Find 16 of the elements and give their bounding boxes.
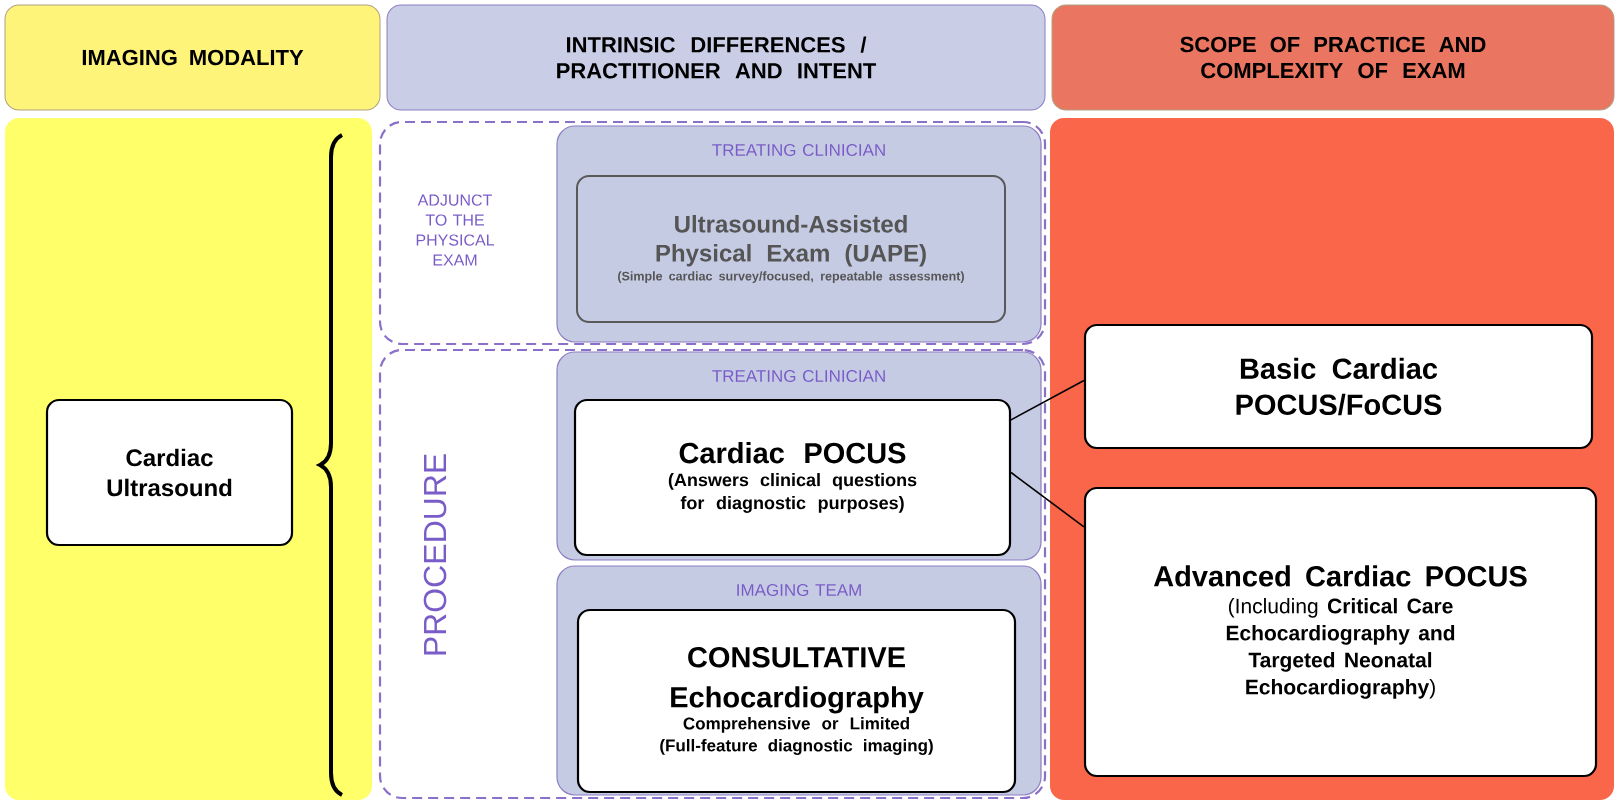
connector-line xyxy=(1008,379,1085,422)
region-label: ADJUNCT TO THE PHYSICAL EXAM xyxy=(416,194,495,266)
process-box: Basic Cardiac POCUS/FoCUS xyxy=(1083,323,1594,450)
process-box: CONSULTATIVE Echocardiography Comprehensive or Limited (Full-feature diagnostic imaging) xyxy=(576,608,1017,794)
process-box: Cardiac Ultrasound xyxy=(45,398,294,547)
practitioner-label: TREATING CLINICIAN xyxy=(712,144,885,156)
column-header: INTRINSIC DIFFERENCES / PRACTITIONER AND INTENT xyxy=(386,4,1046,111)
practitioner-label: TREATING CLINICIAN xyxy=(712,369,885,382)
region-label: PROCEDURE xyxy=(423,454,447,655)
column-header: SCOPE OF PRACTICE AND COMPLEXITY OF EXAM xyxy=(1051,4,1615,111)
process-box: Advanced Cardiac POCUS (Including Critical Care Echocardiography and Targeted Neonatal Echocardiography) xyxy=(1083,486,1598,778)
practitioner-label: IMAGING TEAM xyxy=(737,583,861,596)
column-header: IMAGING MODALITY xyxy=(4,4,381,111)
connector-line xyxy=(1010,471,1085,528)
process-box: Ultrasound-Assisted Physical Exam (UAPE) (Simple cardiac survey/focused, repeatable assessment) xyxy=(576,175,1006,323)
process-box: Cardiac POCUS (Answers clinical questions for diagnostic purposes) xyxy=(573,398,1012,557)
